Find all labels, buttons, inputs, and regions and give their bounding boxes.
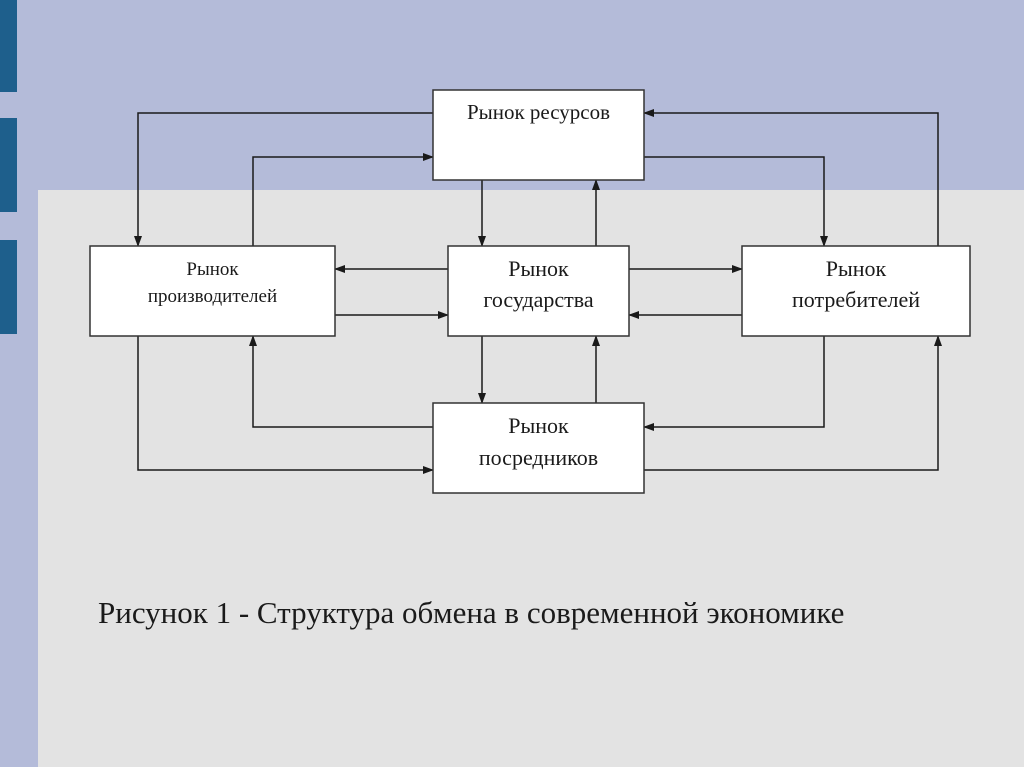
node-intermediaries-box: [432, 402, 645, 494]
connector-resources-to-consumers: [644, 156, 828, 247]
left-accent-bar-3: [0, 240, 17, 334]
node-state-box: [447, 245, 630, 337]
node-intermediaries-label-line-1: Рынок: [508, 413, 569, 438]
node-producers-market: Рынок производителей: [89, 245, 336, 337]
node-consumers-label-line-1: Рынок: [826, 256, 887, 281]
node-producers-box: [89, 245, 336, 337]
node-state-market: Рынок государства: [447, 245, 630, 337]
node-producers-label-line-2: производителей: [148, 286, 277, 307]
connector-intermediaries-to-producers: [249, 335, 433, 428]
connector-resources-to-producers: [134, 112, 433, 247]
node-resources-label: Рынок ресурсов: [467, 100, 610, 124]
node-consumers-label-line-2: потребителей: [792, 287, 920, 312]
node-resources-box: [432, 89, 645, 181]
left-accent-bar-1: [0, 0, 17, 92]
node-state-label-line-2: государства: [483, 287, 594, 312]
connector-consumers-to-resources: [643, 109, 939, 246]
node-producers-label-line-1: Рынок: [186, 259, 239, 280]
connector-producers-to-intermediaries: [137, 336, 434, 474]
left-accent-bar-2: [0, 118, 17, 212]
node-consumers-box: [741, 245, 971, 337]
figure-caption: Рисунок 1 - Структура обмена в современн…: [98, 595, 845, 630]
node-intermediaries-label-line-2: посредников: [479, 445, 598, 470]
connector-consumers-to-intermediaries: [643, 336, 825, 431]
node-consumers-market: Рынок потребителей: [741, 245, 971, 337]
connector-intermediaries-to-consumers: [644, 335, 942, 471]
connectors: [134, 109, 942, 474]
node-state-label-line-1: Рынок: [508, 256, 569, 281]
connector-producers-to-resources: [252, 153, 434, 246]
node-intermediaries-market: Рынок посредников: [432, 402, 645, 494]
node-resources-market: Рынок ресурсов: [432, 89, 645, 181]
